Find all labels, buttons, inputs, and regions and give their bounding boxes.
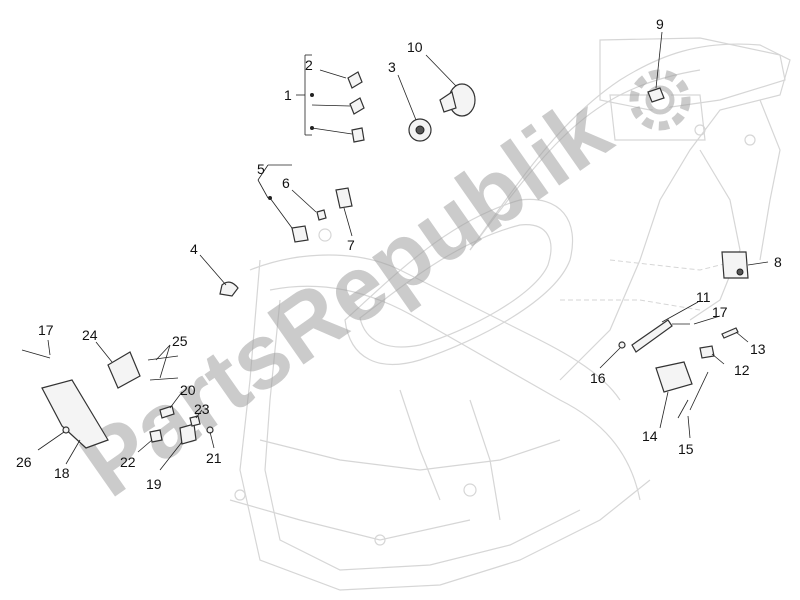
callout-17-left: 17 — [38, 322, 54, 338]
part-12 — [699, 345, 715, 359]
callout-13: 13 — [750, 341, 766, 357]
callout-21: 21 — [206, 450, 222, 466]
part-8 — [721, 251, 749, 279]
part-16 — [618, 341, 626, 349]
watermark-text: PartsRepublik — [63, 78, 629, 517]
callout-14: 14 — [642, 428, 658, 444]
gear-icon — [629, 69, 691, 131]
part-6 — [316, 209, 327, 221]
callout-20: 20 — [180, 382, 196, 398]
part-20 — [159, 405, 175, 419]
callout-1: 1 — [284, 87, 292, 103]
callout-6: 6 — [282, 175, 290, 191]
callout-24: 24 — [82, 327, 98, 343]
callout-10: 10 — [407, 39, 423, 55]
callout-12: 12 — [734, 362, 750, 378]
callout-18: 18 — [54, 465, 70, 481]
part-2 — [347, 71, 363, 89]
part-13 — [721, 327, 739, 339]
watermark: PartsRepublik — [63, 69, 691, 517]
callout-8: 8 — [774, 254, 782, 270]
callout-19: 19 — [146, 476, 162, 492]
callout-15: 15 — [678, 441, 694, 457]
callout-26: 26 — [16, 454, 32, 470]
callout-4: 4 — [190, 241, 198, 257]
part-1-nut — [351, 127, 365, 143]
part-5 — [291, 225, 309, 243]
part-14 — [655, 361, 693, 393]
part-25 — [147, 355, 179, 361]
callout-11: 11 — [696, 289, 711, 305]
callout-3: 3 — [388, 59, 396, 75]
part-24 — [107, 351, 141, 389]
callout-2: 2 — [305, 57, 313, 73]
part-19 — [179, 423, 197, 445]
callout-23: 23 — [194, 401, 210, 417]
part-4 — [219, 281, 239, 297]
part-22 — [149, 429, 163, 443]
callout-7: 7 — [347, 237, 355, 253]
part-26 — [62, 426, 70, 434]
part-17-left — [21, 349, 51, 359]
callout-labels: 1 2 3 4 5 6 7 8 9 10 11 12 13 14 15 16 1… — [16, 16, 782, 492]
part-11 — [631, 319, 673, 353]
part-18 — [41, 379, 109, 449]
callout-9: 9 — [656, 16, 664, 32]
callout-22: 22 — [120, 454, 136, 470]
callout-16: 16 — [590, 370, 606, 386]
callout-17-right: 17 — [712, 304, 728, 320]
parts — [21, 71, 749, 449]
part-23 — [189, 415, 201, 427]
part-15 — [689, 371, 709, 411]
part-1-bolt — [349, 97, 365, 115]
part-7 — [335, 187, 353, 209]
callout-25: 25 — [172, 333, 188, 349]
leader-lines — [37, 31, 769, 471]
part-9 — [647, 87, 665, 103]
callout-5: 5 — [257, 161, 265, 177]
